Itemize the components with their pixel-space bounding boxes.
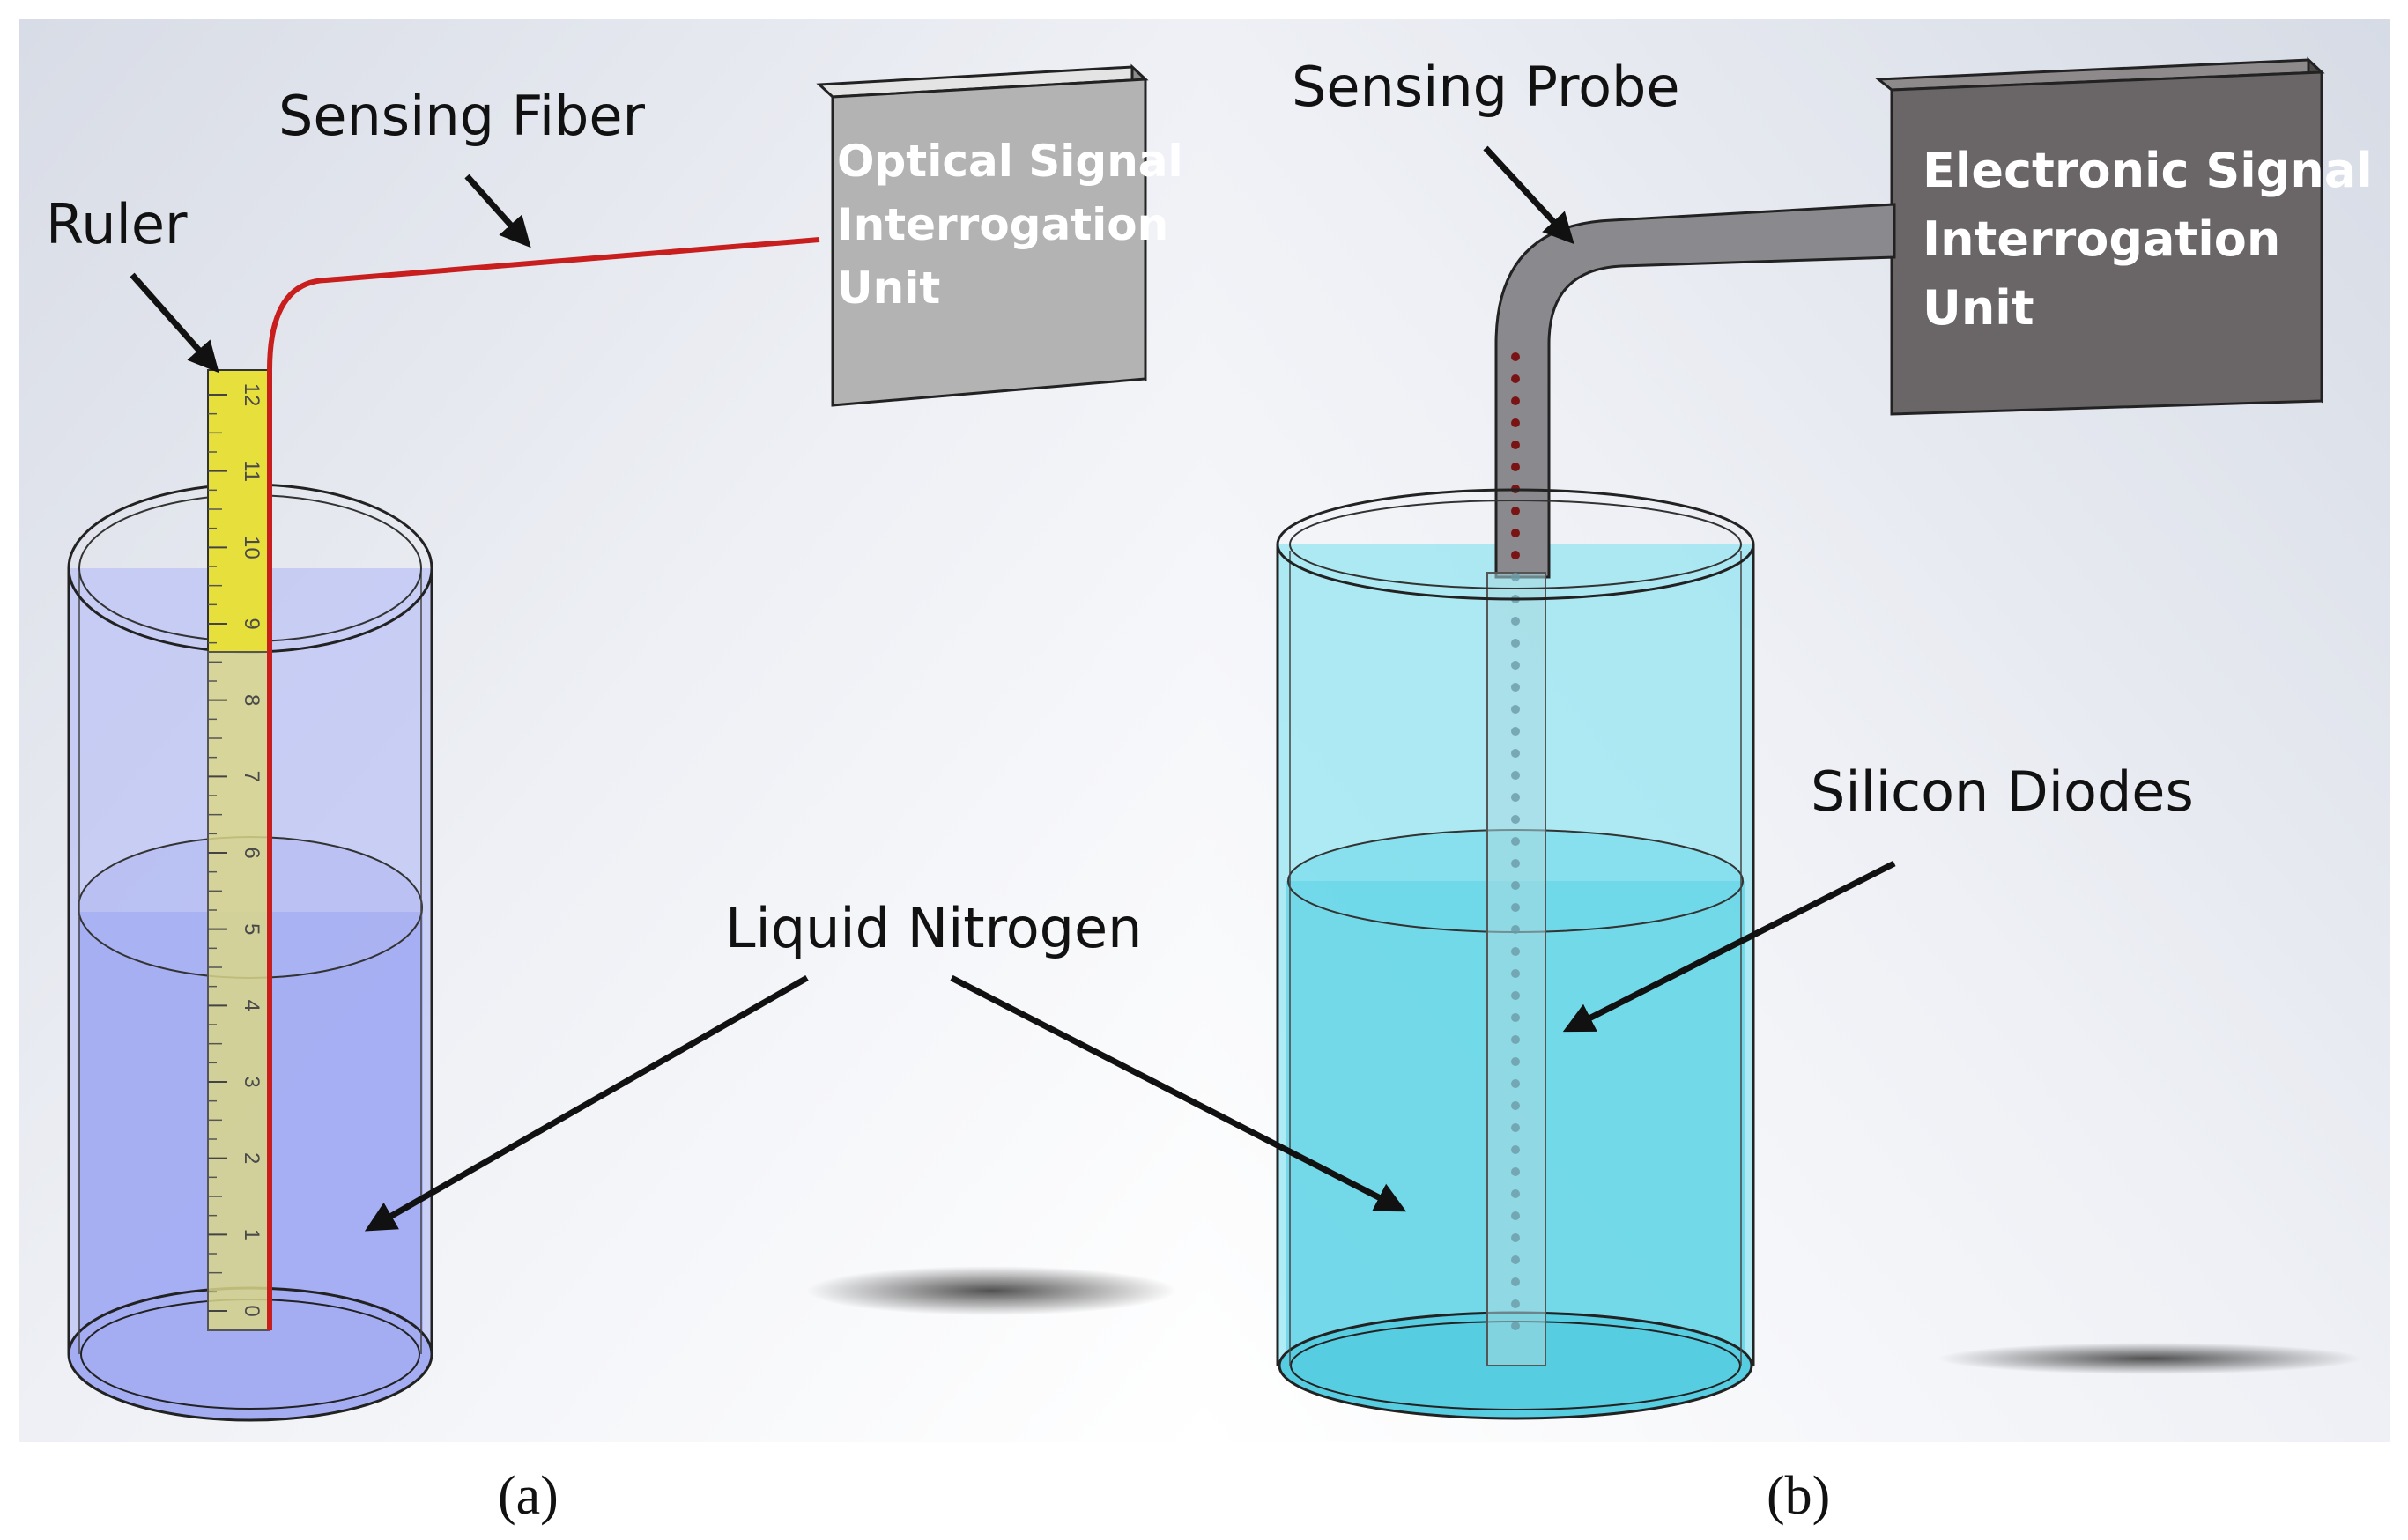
label-sensing-fiber: Sensing Fiber [278, 84, 646, 148]
ruler-tick-label: 11 [240, 460, 263, 482]
silicon-diode [1511, 507, 1520, 515]
ruler-tick-label: 9 [240, 618, 263, 629]
silicon-diode [1511, 1167, 1520, 1176]
silicon-diode [1511, 396, 1520, 405]
ruler-tick-label: 8 [240, 694, 263, 706]
arrow-liquid-nitrogen-b [950, 974, 1407, 1212]
silicon-diode [1511, 727, 1520, 736]
silicon-diode [1511, 1277, 1520, 1286]
silicon-diode [1511, 771, 1520, 780]
silicon-diode [1511, 374, 1520, 383]
silicon-diode [1511, 793, 1520, 802]
silicon-diode [1511, 639, 1520, 648]
silicon-diode [1511, 705, 1520, 714]
silicon-diode [1511, 881, 1520, 890]
silicon-diode [1511, 441, 1520, 449]
optical-interrogation-unit: Optical Signal Interrogation Unit [816, 63, 1183, 407]
silicon-diode [1511, 1255, 1520, 1264]
silicon-diode [1511, 749, 1520, 758]
ruler-tick-label: 6 [240, 847, 263, 858]
caption-b: (b) [1767, 1466, 1830, 1526]
label-liquid-nitrogen: Liquid Nitrogen [725, 896, 1142, 960]
silicon-diode [1511, 529, 1520, 537]
panel-a: Optical Signal Interrogation Unit 012345… [19, 19, 1204, 1526]
silicon-diode [1511, 1013, 1520, 1022]
label-silicon-diodes: Silicon Diodes [1811, 759, 2194, 824]
ruler-tick-label: 10 [240, 536, 263, 559]
silicon-diode [1511, 661, 1520, 670]
ruler-tick-label: 12 [240, 383, 263, 407]
silicon-diode [1511, 463, 1520, 471]
arrow-sensing-fiber [464, 174, 531, 248]
silicon-diode [1511, 683, 1520, 692]
silicon-diode [1511, 1145, 1520, 1154]
electronic-unit-line-1: Electronic Signal [1923, 143, 2373, 198]
ruler-tick-label: 2 [240, 1152, 263, 1164]
ruler-tick-label: 4 [240, 1000, 263, 1011]
silicon-diode [1511, 1079, 1520, 1088]
silicon-diode [1511, 1233, 1520, 1242]
ruler-tick-label: 5 [240, 923, 263, 935]
silicon-diode [1511, 925, 1520, 934]
silicon-diode [1511, 969, 1520, 978]
panel-b: Electronic Signal Interrogation Unit S [950, 19, 2390, 1526]
arrow-sensing-probe [1483, 145, 1574, 245]
silicon-diode [1511, 1035, 1520, 1044]
silicon-diode [1511, 1322, 1520, 1330]
electronic-unit-line-2: Interrogation [1923, 211, 2280, 267]
ruler-tick-label: 7 [240, 771, 263, 782]
silicon-diode [1511, 1101, 1520, 1110]
silicon-diode [1511, 551, 1520, 559]
ruler-tick-label: 1 [240, 1229, 263, 1240]
silicon-diode [1511, 1211, 1520, 1220]
caption-a: (a) [498, 1466, 559, 1526]
arrow-liquid-nitrogen-a [364, 974, 809, 1232]
sensing-probe-submerged [1486, 572, 1546, 1366]
silicon-diode [1511, 991, 1520, 1000]
silicon-diode [1511, 573, 1520, 581]
arrow-ruler [130, 272, 219, 374]
sensing-fiber [267, 237, 820, 1330]
ruler-tick-label: 3 [240, 1076, 263, 1087]
arrow-silicon-diodes [1562, 860, 1896, 1033]
optical-unit-line-3: Unit [837, 263, 940, 314]
silicon-diode [1511, 947, 1520, 956]
silicon-diode [1511, 617, 1520, 626]
unit-shadow-a [806, 1266, 1176, 1315]
silicon-diode [1511, 352, 1520, 361]
ruler-tick-label: 0 [240, 1305, 263, 1316]
silicon-diode [1511, 1189, 1520, 1198]
optical-unit-line-2: Interrogation [837, 199, 1168, 250]
electronic-unit-line-3: Unit [1923, 280, 2034, 336]
label-ruler: Ruler [46, 192, 188, 256]
silicon-diode [1511, 815, 1520, 824]
silicon-diode [1511, 903, 1520, 912]
silicon-diode-array [1511, 352, 1520, 1330]
sensing-probe [1494, 203, 1896, 579]
silicon-diode [1511, 837, 1520, 846]
electronic-interrogation-unit: Electronic Signal Interrogation Unit [1874, 56, 2373, 416]
silicon-diode [1511, 418, 1520, 427]
container-b-walls [1276, 488, 1755, 1366]
optical-unit-line-1: Optical Signal [837, 136, 1183, 187]
unit-shadow-b [1938, 1343, 2361, 1374]
silicon-diode [1511, 859, 1520, 868]
label-sensing-probe: Sensing Probe [1292, 55, 1680, 119]
silicon-diode [1511, 1299, 1520, 1308]
silicon-diode [1511, 1057, 1520, 1066]
silicon-diode [1511, 1123, 1520, 1132]
